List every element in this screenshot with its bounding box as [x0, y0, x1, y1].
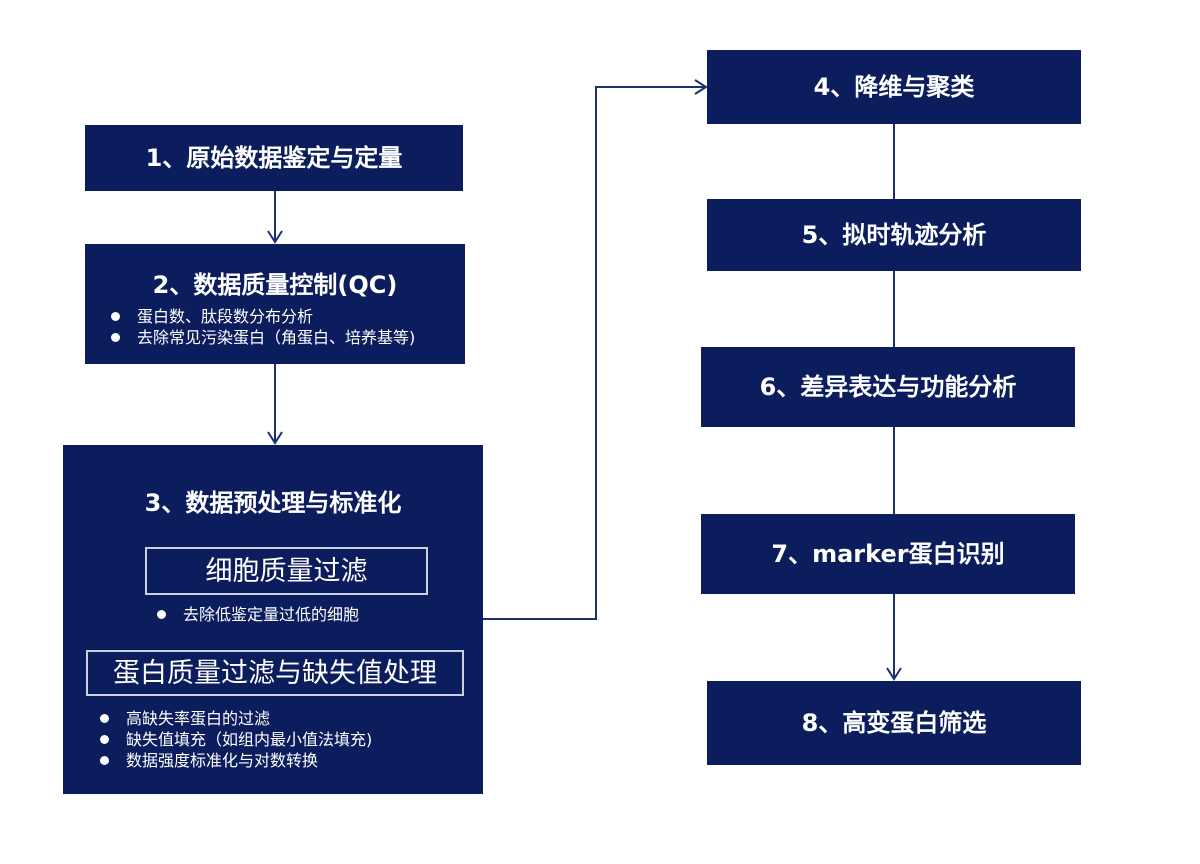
arrow-3-to-4 [483, 86, 706, 620]
step-1-title: 1、原始数据鉴定与定量 [145, 144, 403, 172]
step-6-box: 6、差异表达与功能分析 [701, 347, 1075, 427]
step-7-box: 7、marker蛋白识别 [701, 514, 1075, 594]
step-5-box: 5、拟时轨迹分析 [707, 199, 1081, 271]
arrowhead-2-to-3 [267, 431, 283, 445]
protein-filter-bullet-list: 高缺失率蛋白的过滤 缺失值填充（如组内最小值法填充) 数据强度标准化与对数转换 [98, 708, 372, 771]
cell-filter-bullet-list: 去除低鉴定量过低的细胞 [155, 604, 359, 625]
step-2-box: 2、数据质量控制(QC) 蛋白数、肽段数分布分析 去除常见污染蛋白（角蛋白、培养… [85, 244, 465, 364]
step-8-box: 8、高变蛋白筛选 [707, 681, 1081, 765]
step-8-title: 8、高变蛋白筛选 [801, 709, 987, 737]
step-1-box: 1、原始数据鉴定与定量 [85, 125, 463, 191]
arrowhead-1-to-2 [267, 230, 283, 244]
protein-quality-filter-heading: 蛋白质量过滤与缺失值处理 [86, 650, 464, 696]
step-7-title: 7、marker蛋白识别 [771, 540, 1005, 568]
step-2-title: 2、数据质量控制(QC) [152, 271, 398, 299]
bullet-item: 数据强度标准化与对数转换 [98, 750, 372, 771]
bullet-item: 高缺失率蛋白的过滤 [98, 708, 372, 729]
step-3-title: 3、数据预处理与标准化 [144, 489, 402, 517]
bullet-item: 缺失值填充（如组内最小值法填充) [98, 729, 372, 750]
step-2-bullet-list: 蛋白数、肽段数分布分析 去除常见污染蛋白（角蛋白、培养基等) [109, 306, 415, 348]
step-5-title: 5、拟时轨迹分析 [801, 221, 987, 249]
arrowhead-3-to-4 [694, 79, 708, 95]
cell-quality-filter-heading: 细胞质量过滤 [145, 547, 428, 595]
step-6-title: 6、差异表达与功能分析 [759, 373, 1017, 401]
bullet-item: 蛋白数、肽段数分布分析 [109, 306, 415, 327]
step-4-box: 4、降维与聚类 [707, 50, 1081, 124]
bullet-item: 去除低鉴定量过低的细胞 [155, 604, 359, 625]
step-3-box: 3、数据预处理与标准化 细胞质量过滤 去除低鉴定量过低的细胞 蛋白质量过滤与缺失… [63, 445, 483, 794]
arrowhead-7-to-8 [886, 667, 902, 681]
bullet-item: 去除常见污染蛋白（角蛋白、培养基等) [109, 327, 415, 348]
step-4-title: 4、降维与聚类 [813, 73, 975, 101]
